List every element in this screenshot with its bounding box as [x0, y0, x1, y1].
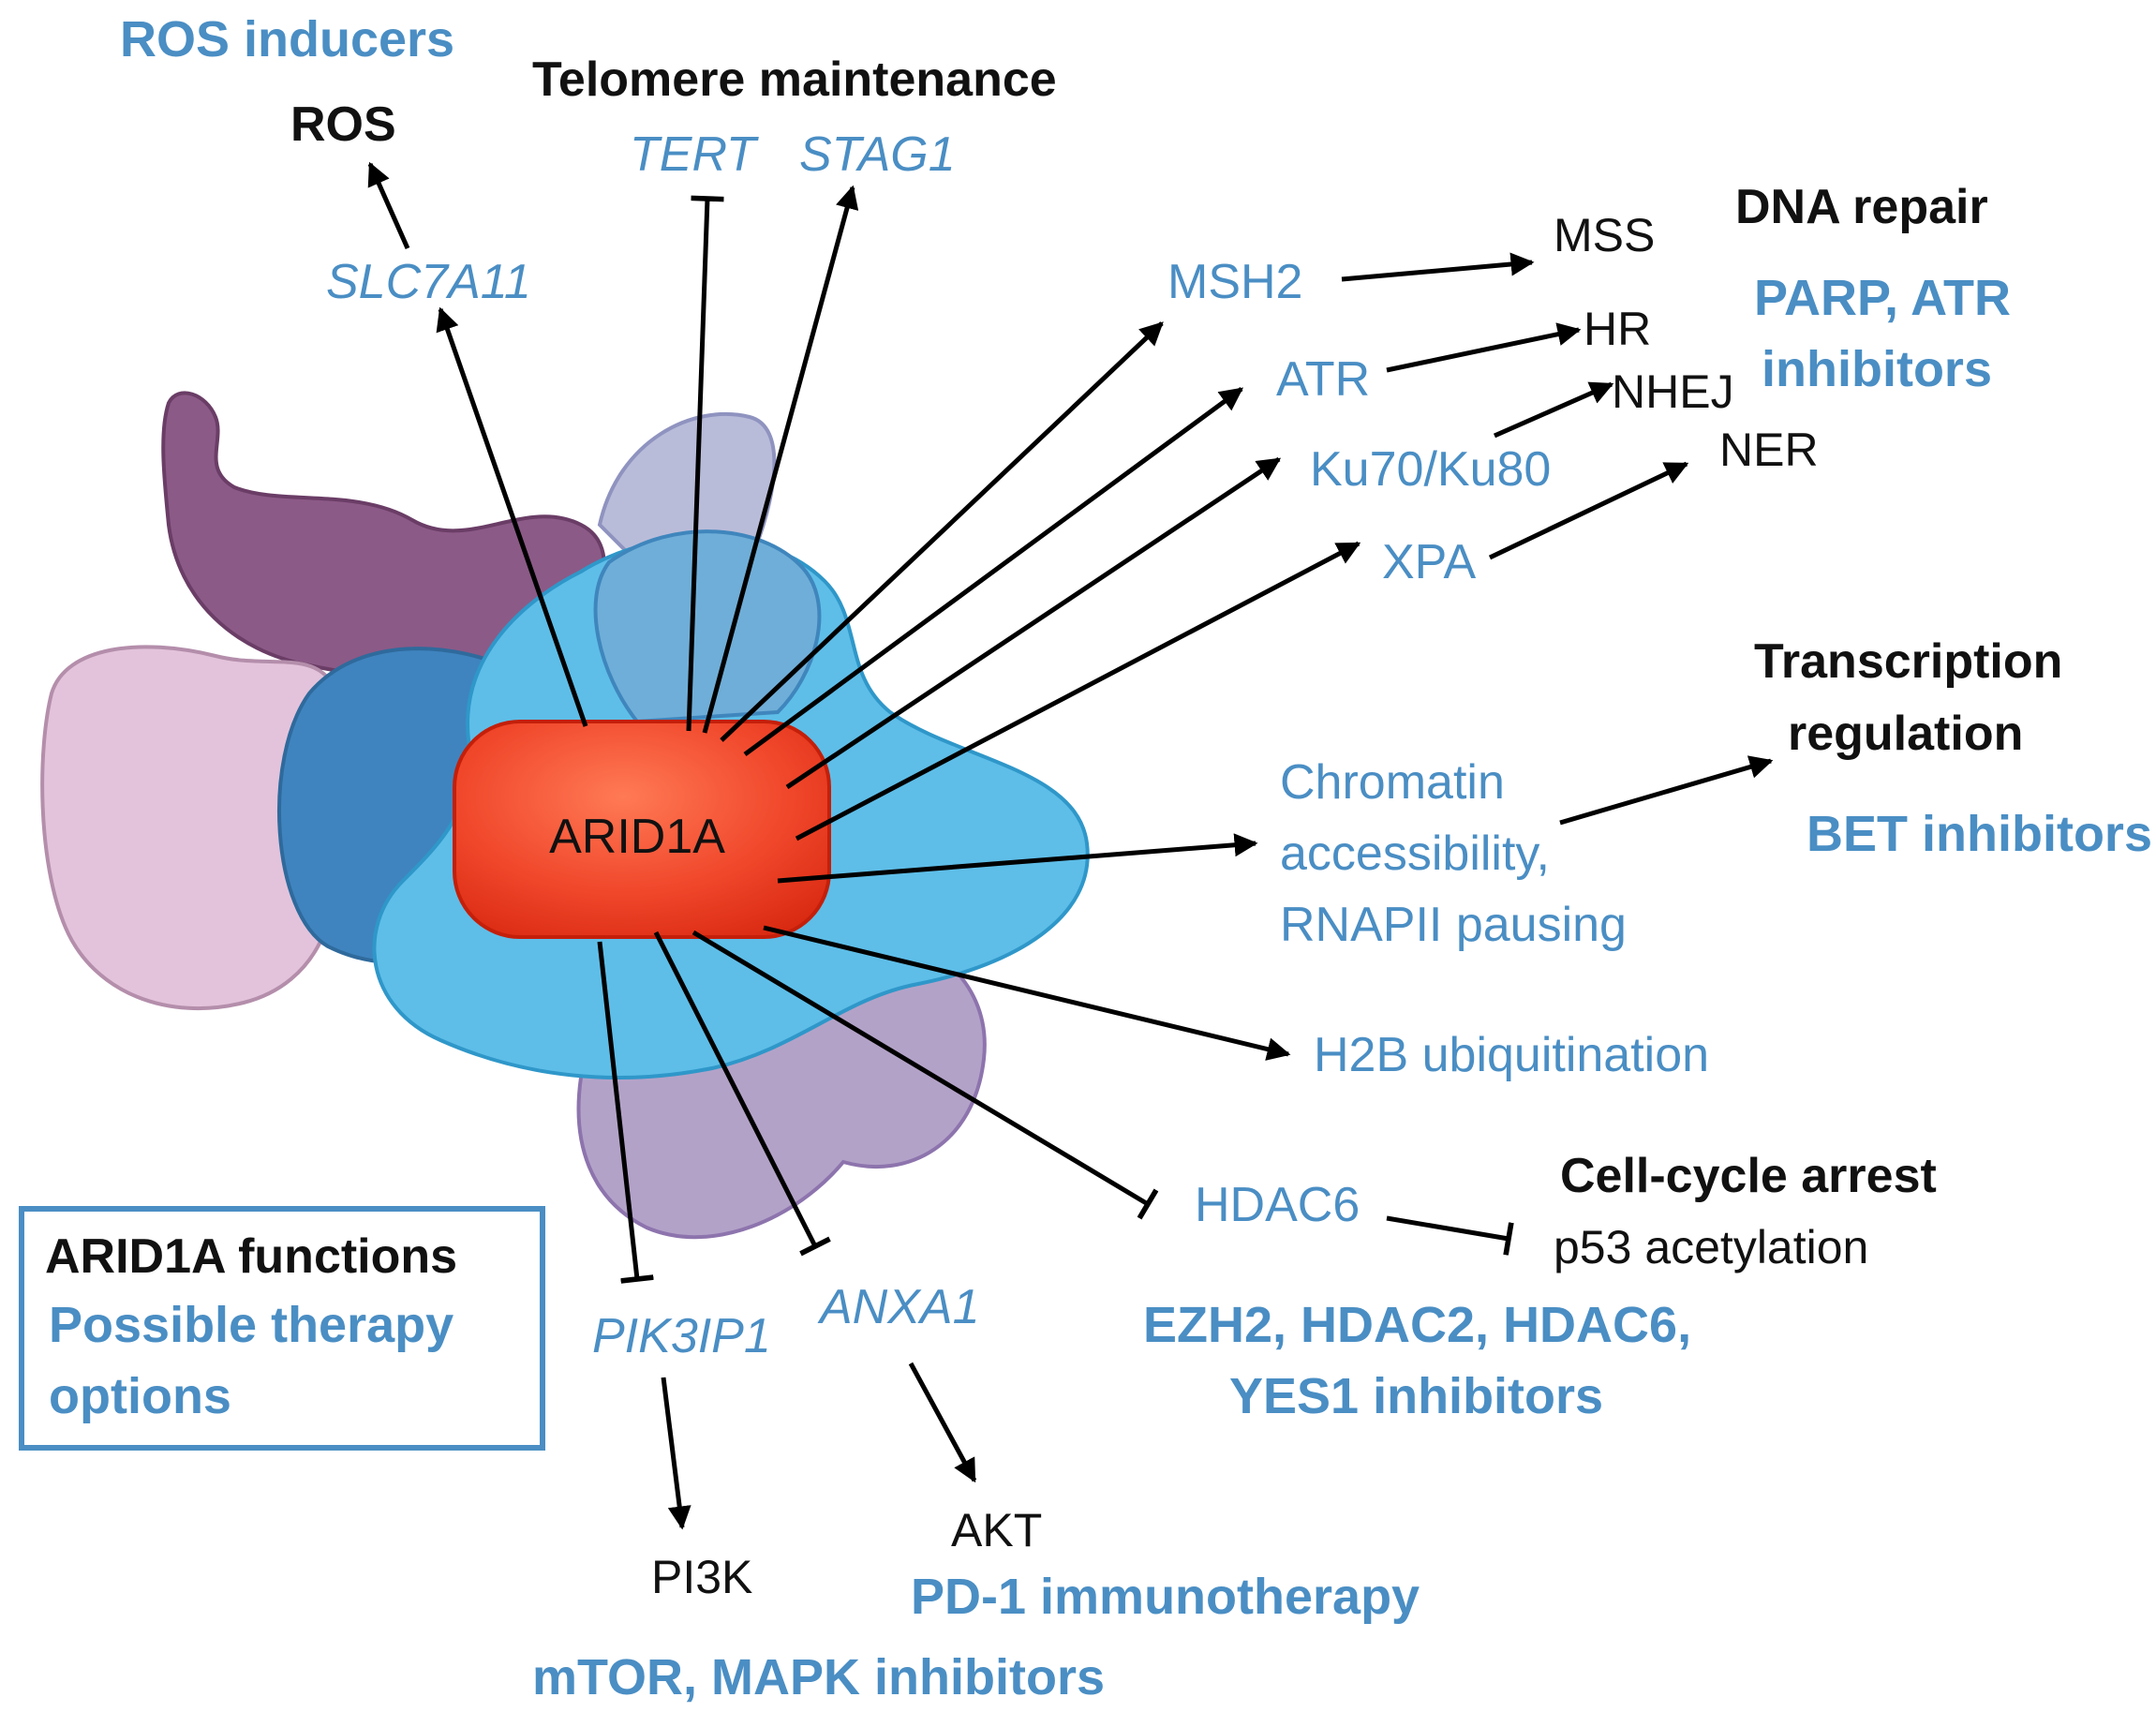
arrow-arid1a-chromatin	[777, 833, 1258, 884]
pik3ip1-label: PIK3IP1	[592, 1309, 771, 1363]
bet-inhibitors-label: BET inhibitors	[1807, 806, 2152, 862]
arrow-ku-nhej	[1493, 381, 1614, 439]
arid1a-core-shape	[453, 720, 831, 939]
transcription-label: Transcription	[1754, 634, 2062, 689]
inhibit-hdac6-p53	[1386, 1215, 1514, 1256]
accessibility-label: accessibility,	[1280, 826, 1550, 881]
arrow-arid1a-msh2	[720, 321, 1164, 742]
arid1a-label: ARID1A	[549, 810, 725, 864]
nhej-label: NHEJ	[1612, 365, 1734, 418]
connections	[367, 161, 1774, 1530]
tert-label: TERT	[630, 127, 759, 182]
parp-atr-label: PARP, ATR	[1754, 270, 2011, 326]
arrow-arid1a-h2b	[763, 925, 1291, 1061]
arrow-slc7a11-ros	[367, 161, 410, 250]
h2b-label: H2B ubiquitination	[1314, 1028, 1709, 1082]
atr-label: ATR	[1276, 352, 1370, 407]
legend-box: ARID1A functions Possible therapy option…	[19, 1206, 545, 1451]
dna-inhibitors-label: inhibitors	[1762, 341, 1992, 397]
inhibit-arid1a-tert	[686, 195, 724, 732]
blue-subunit-shape	[593, 529, 822, 724]
ner-label: NER	[1719, 424, 1819, 476]
inhibit-arid1a-hdac6	[691, 930, 1159, 1220]
inhibit-arid1a-pik3ip1	[597, 941, 654, 1284]
pd1-label: PD-1 immunotherapy	[911, 1569, 1420, 1625]
arrow-anxa1-akt	[908, 1362, 977, 1483]
pi3k-label: PI3K	[651, 1551, 752, 1603]
dna-repair-label: DNA repair	[1735, 180, 1988, 234]
xpa-label: XPA	[1382, 535, 1477, 589]
telomere-label: Telomere maintenance	[532, 52, 1057, 107]
legend-therapy-label: Possible therapy	[49, 1297, 454, 1353]
hr-label: HR	[1584, 303, 1651, 355]
mtor-label: mTOR, MAPK inhibitors	[532, 1649, 1105, 1705]
regulation-label: regulation	[1788, 707, 2023, 761]
arrow-arid1a-ku	[785, 456, 1282, 790]
rnapii-label: RNAPII pausing	[1280, 898, 1627, 952]
hdac6-label: HDAC6	[1195, 1178, 1360, 1232]
arrow-xpa-ner	[1488, 461, 1689, 560]
arrow-arid1a-stag1	[702, 185, 859, 734]
arrow-chromatin-transcription	[1559, 755, 1774, 826]
arrow-msh2-mss	[1341, 252, 1535, 282]
ezh2-label: EZH2, HDAC2, HDAC6,	[1143, 1297, 1691, 1353]
legend-options-label: options	[49, 1368, 231, 1424]
mss-label: MSS	[1554, 209, 1655, 261]
chromatin-label: Chromatin	[1280, 755, 1505, 810]
legend-functions-label: ARID1A functions	[45, 1229, 457, 1284]
plum-subunit-shape	[161, 391, 606, 679]
cell-cycle-label: Cell-cycle arrest	[1560, 1149, 1937, 1203]
akt-label: AKT	[951, 1504, 1042, 1556]
ku-label: Ku70/Ku80	[1310, 442, 1551, 497]
arrow-pik3ip1-pi3k	[661, 1377, 691, 1530]
labels: ROS inducers ROS SLC7A11 Telomere mainte…	[120, 11, 2152, 1705]
msh2-label: MSH2	[1167, 255, 1302, 309]
yes1-label: YES1 inhibitors	[1229, 1368, 1603, 1424]
legend-border	[19, 1206, 545, 1451]
protein-complex-illustration: ARID1A	[40, 391, 1090, 1240]
arrow-arid1a-slc7a11	[436, 306, 588, 727]
arrow-arid1a-atr	[743, 386, 1244, 757]
arrow-arid1a-xpa	[795, 541, 1361, 841]
arrow-atr-hr	[1386, 322, 1582, 373]
stag1-label: STAG1	[799, 127, 956, 182]
inhibit-arid1a-anxa1	[653, 930, 831, 1257]
p53-label: p53 acetylation	[1554, 1221, 1868, 1273]
anxa1-label: ANXA1	[817, 1280, 980, 1334]
ros-label: ROS	[290, 97, 396, 152]
ros-inducers-label: ROS inducers	[120, 11, 454, 67]
slc7a11-label: SLC7A11	[326, 255, 531, 309]
